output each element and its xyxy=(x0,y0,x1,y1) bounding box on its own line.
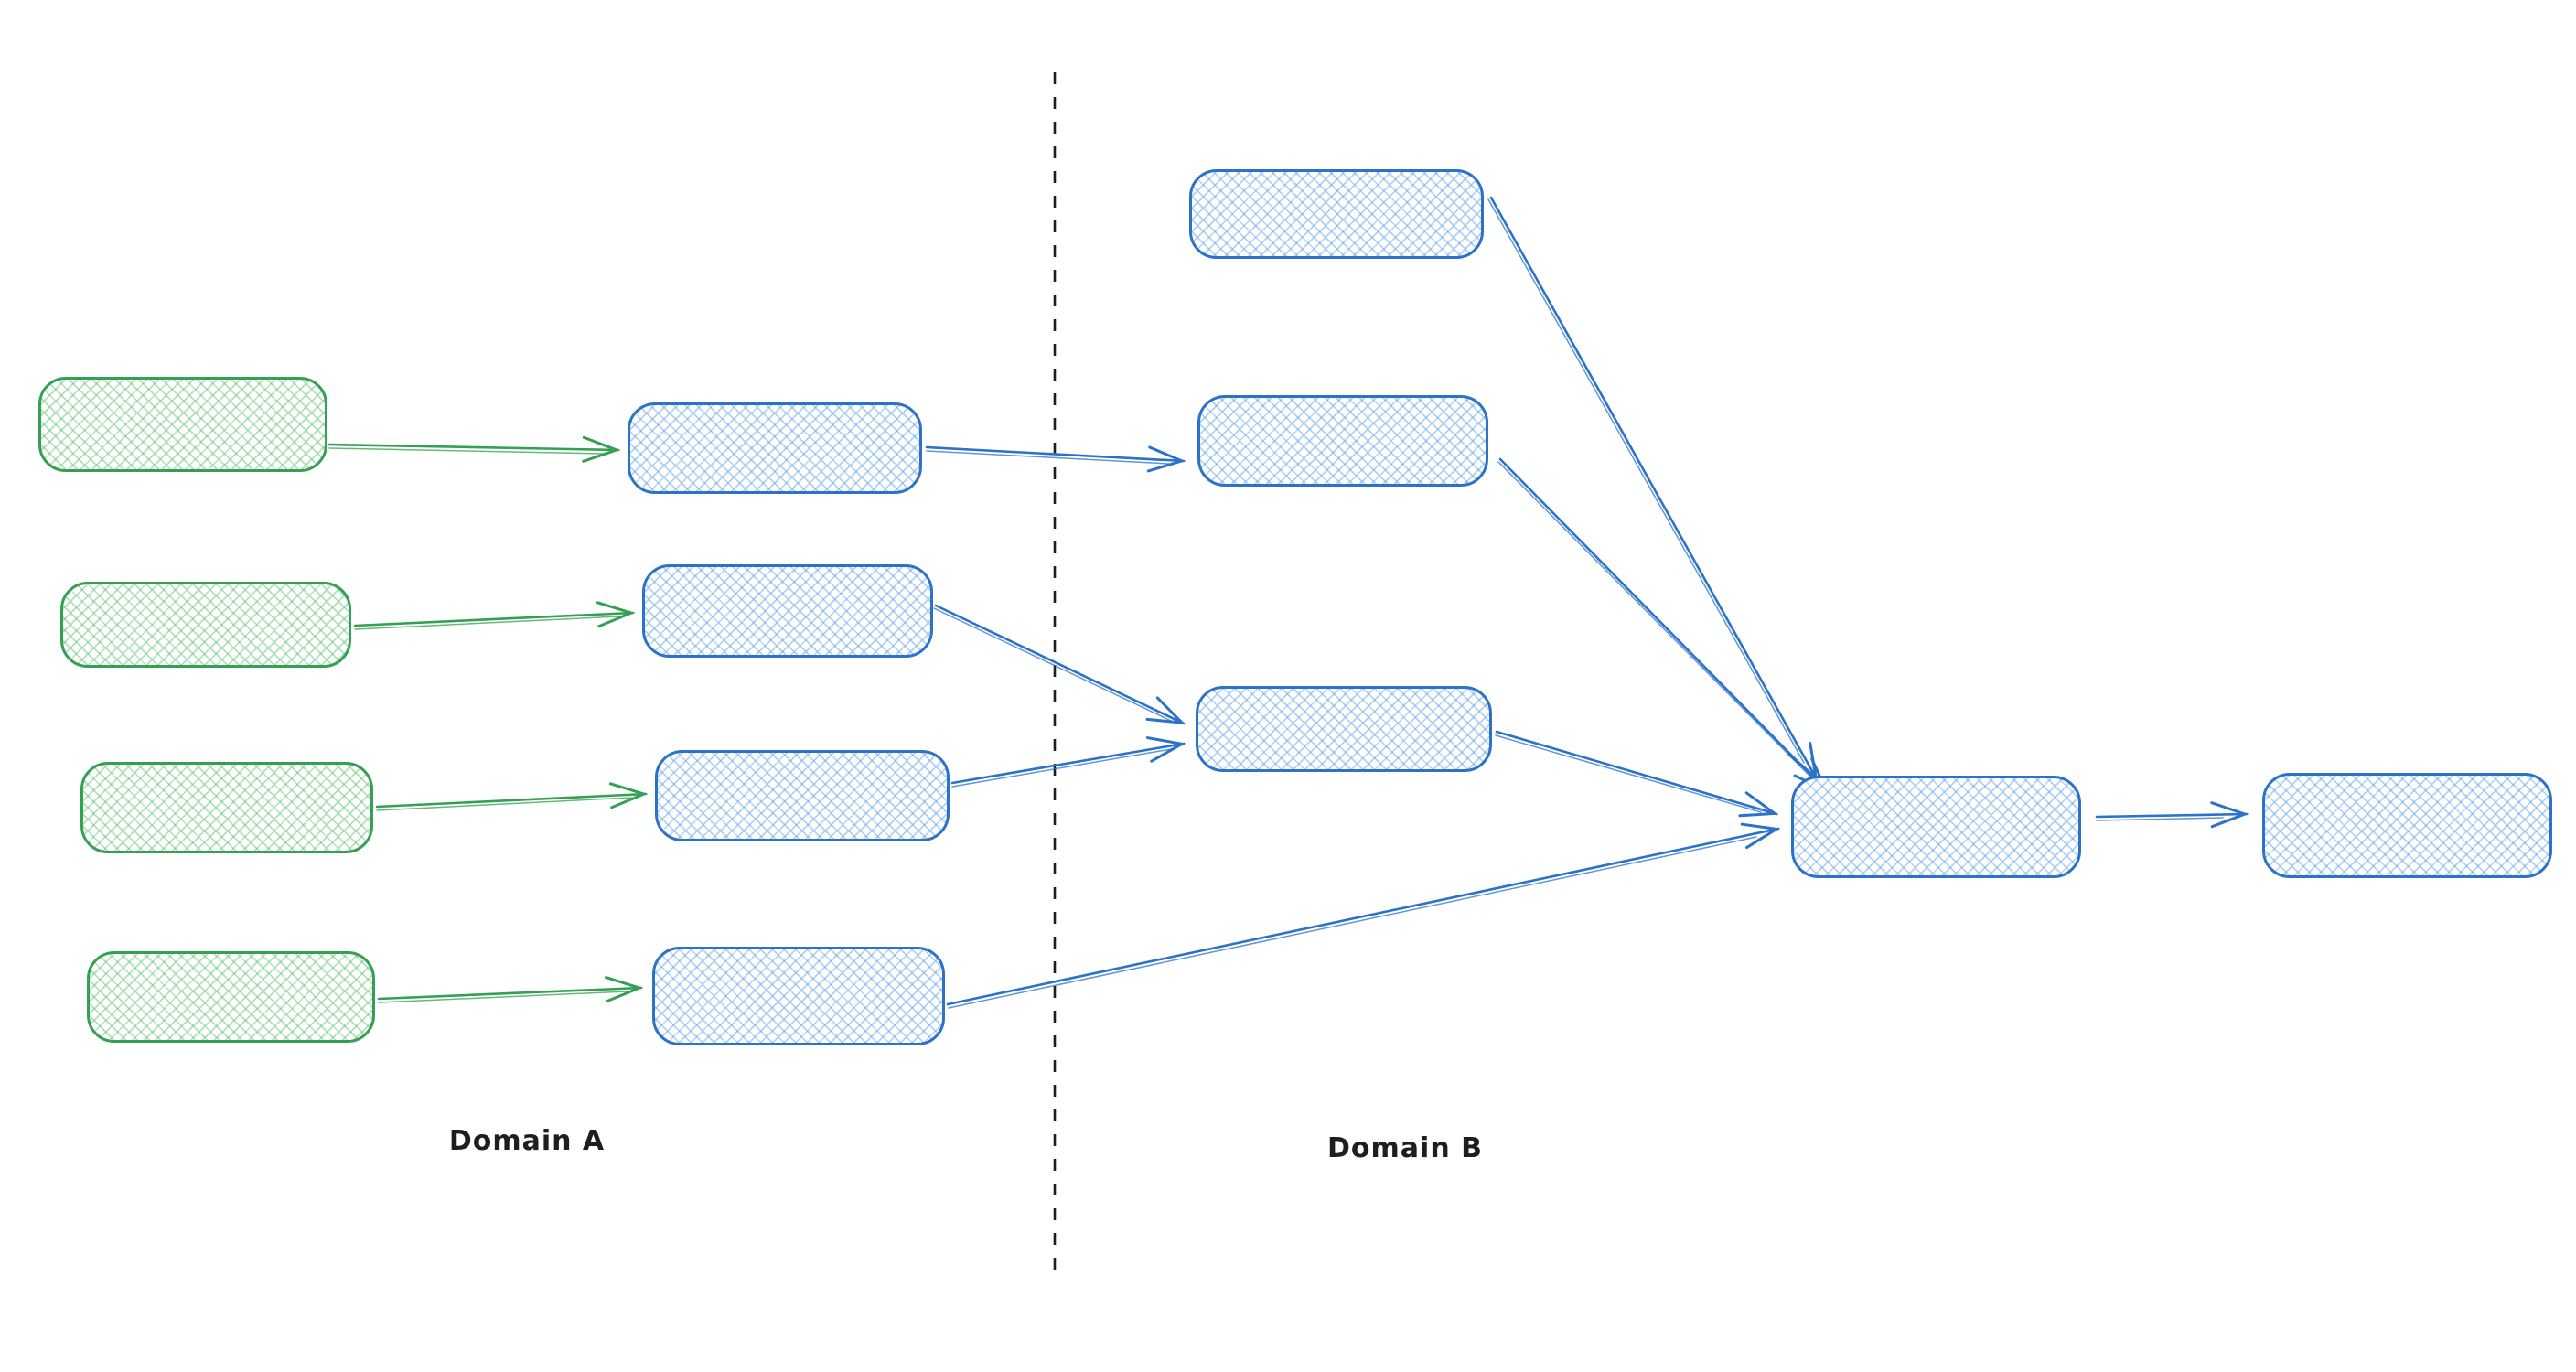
edge-a-src-2-to-a-mid-2 xyxy=(353,613,633,630)
edge-a-mid-4-to-b-hub xyxy=(946,829,1778,1009)
edge-b-mid-1-to-b-hub xyxy=(1497,457,1828,792)
node-b-mid-1 xyxy=(1197,395,1488,487)
node-a-src-1 xyxy=(38,377,327,472)
node-a-mid-1 xyxy=(628,402,922,494)
edge-b-hub-to-b-out xyxy=(2095,814,2247,820)
node-a-mid-4 xyxy=(652,947,945,1045)
node-a-src-3 xyxy=(80,762,373,853)
edge-a-mid-1-to-b-mid-1 xyxy=(925,447,1184,464)
domain-b-label: Domain B xyxy=(1327,1132,1483,1164)
edge-a-src-1-to-a-mid-1 xyxy=(327,445,618,454)
edge-a-mid-3-to-b-mid-2 xyxy=(950,744,1184,788)
node-b-top xyxy=(1189,169,1484,259)
edge-a-src-4-to-a-mid-4 xyxy=(377,988,641,1003)
node-b-hub xyxy=(1791,776,2081,878)
edge-b-mid-2-to-b-hub xyxy=(1495,730,1776,814)
node-a-src-2 xyxy=(60,582,351,668)
node-b-out xyxy=(2262,773,2552,878)
domain-a-label: Domain A xyxy=(448,1125,606,1157)
node-a-mid-3 xyxy=(655,750,950,841)
edge-a-mid-2-to-b-mid-2 xyxy=(933,604,1184,725)
edge-a-src-3-to-a-mid-3 xyxy=(375,794,646,811)
node-a-mid-2 xyxy=(642,564,933,658)
node-b-mid-2 xyxy=(1196,686,1492,772)
node-a-src-4 xyxy=(87,951,375,1043)
edge-b-top-to-b-hub xyxy=(1487,196,1819,779)
